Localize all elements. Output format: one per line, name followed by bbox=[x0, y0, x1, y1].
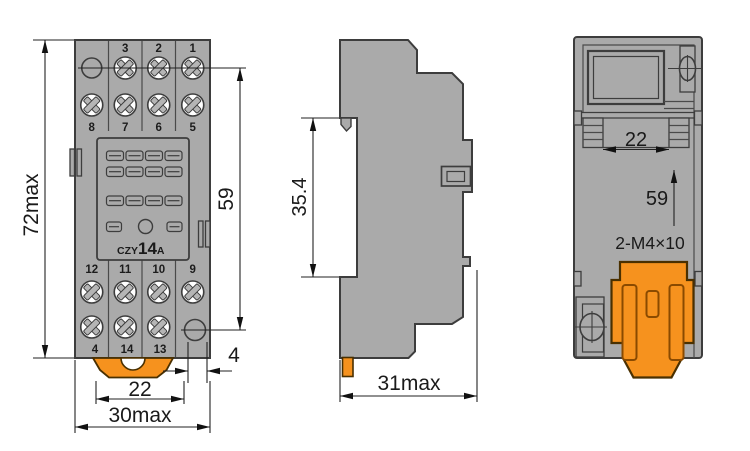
clip-slot-left bbox=[621, 284, 638, 361]
terminal-labels: 3 2 1 8 7 6 5 12 11 10 9 4 14 13 bbox=[85, 43, 196, 356]
dim-30max: 30max bbox=[74, 360, 211, 433]
terminal-label: 2 bbox=[156, 43, 162, 55]
dim-label-22-front: 22 bbox=[128, 378, 151, 401]
dim-72max: 72max bbox=[20, 39, 74, 359]
vent-row-1 bbox=[105, 150, 183, 162]
dim-22-front: 22 bbox=[95, 378, 185, 404]
rail-slot bbox=[573, 110, 703, 149]
dim-label-31max: 31max bbox=[377, 372, 441, 395]
terminal-label: 11 bbox=[119, 264, 132, 276]
vent-row-3 bbox=[105, 195, 183, 207]
dim-label-4: 4 bbox=[228, 344, 240, 367]
terminal-label: 6 bbox=[156, 122, 162, 134]
terminal-label: 7 bbox=[122, 122, 128, 134]
terminal-label: 4 bbox=[92, 344, 99, 356]
dim-label-59-front: 59 bbox=[215, 187, 238, 210]
terminal-label: 1 bbox=[190, 43, 197, 55]
rail-ear-right bbox=[693, 110, 703, 126]
dim-31max: 31max bbox=[339, 270, 478, 402]
terminal-label: 12 bbox=[85, 264, 98, 276]
back-inner-outline bbox=[582, 44, 695, 358]
din-clip-side bbox=[341, 356, 354, 378]
dim-59-back: 59 bbox=[646, 170, 678, 226]
window-step-channel bbox=[664, 100, 694, 110]
terminal-label: 5 bbox=[190, 122, 197, 134]
vent-row-2 bbox=[105, 166, 183, 178]
din-clip-back bbox=[610, 260, 695, 379]
screw-spec-label: 2-M4×10 bbox=[615, 233, 685, 253]
relay-window bbox=[586, 49, 666, 106]
terminal-label: 10 bbox=[152, 264, 165, 276]
model-marking: CZY14A bbox=[117, 239, 165, 258]
clip-ear-left bbox=[573, 270, 582, 287]
vent-row-4 bbox=[105, 218, 183, 235]
mounting-screw-top bbox=[668, 45, 703, 93]
terminal-separators-top bbox=[107, 41, 177, 131]
terminal-label: 13 bbox=[154, 344, 167, 356]
dim-4: 4 bbox=[163, 342, 240, 383]
back-view: 22 59 2-M4×10 bbox=[573, 36, 703, 379]
rail-ear-left bbox=[573, 110, 583, 126]
dim-label-59-back: 59 bbox=[646, 188, 668, 210]
terminal-label: 8 bbox=[89, 122, 96, 134]
clip-ear-right bbox=[694, 270, 703, 287]
dim-label-35-4: 35.4 bbox=[289, 178, 311, 217]
terminal-label: 14 bbox=[121, 344, 134, 356]
front-view: CZY14A 3 2 1 8 7 6 5 12 11 bbox=[20, 39, 246, 433]
rail-hook-tooth bbox=[340, 117, 352, 133]
dim-22-back: 22 bbox=[603, 129, 669, 153]
mounting-screw-bottom bbox=[574, 296, 607, 358]
dim-label-30max: 30max bbox=[108, 404, 172, 427]
terminal-separators-bottom bbox=[107, 259, 177, 357]
clip-slot-right bbox=[668, 284, 685, 361]
side-view: 35.4 31max bbox=[289, 39, 478, 402]
dim-label-22-back: 22 bbox=[625, 129, 647, 151]
dim-59-front: 59 bbox=[78, 67, 246, 331]
relay-window-inner bbox=[592, 55, 660, 100]
center-pilot-hole bbox=[137, 218, 154, 235]
vent-slots bbox=[105, 150, 183, 235]
side-latch bbox=[440, 165, 472, 187]
din-clip-front bbox=[91, 357, 175, 379]
dim-label-72max: 72max bbox=[20, 173, 43, 237]
side-profile bbox=[339, 39, 473, 359]
right-latch-tab bbox=[197, 220, 211, 248]
terminal-label: 3 bbox=[122, 43, 128, 55]
terminal-label: 9 bbox=[190, 264, 196, 276]
clip-notch bbox=[120, 357, 146, 371]
dim-35-4: 35.4 bbox=[289, 117, 339, 278]
clip-slot-center bbox=[645, 290, 660, 318]
left-latch-tab bbox=[69, 148, 83, 177]
